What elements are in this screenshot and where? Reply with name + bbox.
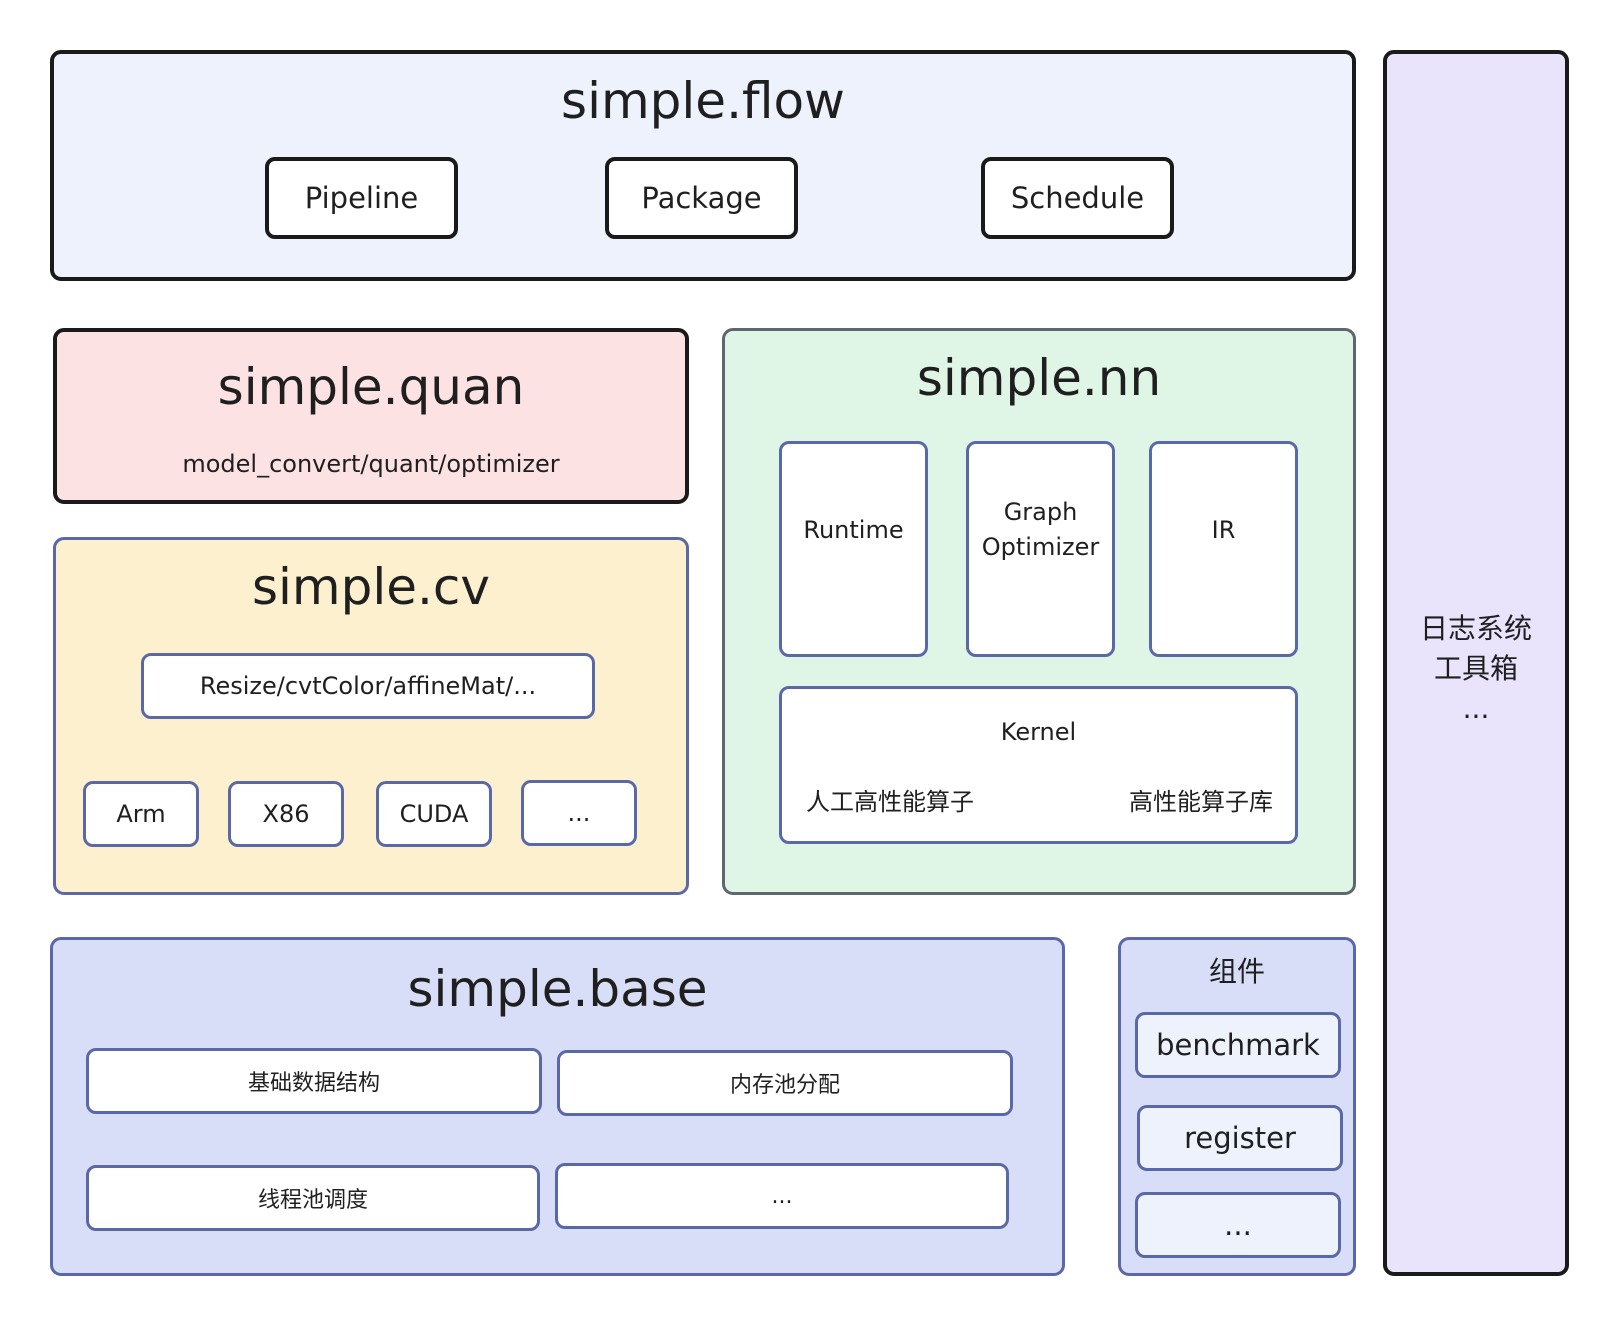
components-panel: 组件 benchmark register ...: [1118, 937, 1356, 1276]
simple-cv-title: simple.cv: [251, 558, 490, 616]
cv-backend-cuda: CUDA: [376, 781, 492, 847]
simple-quan-panel: simple.quan model_convert/quant/optimize…: [53, 328, 689, 504]
pipeline-box: Pipeline: [265, 157, 458, 239]
simple-flow-panel: simple.flow Pipeline Package Schedule: [50, 50, 1356, 281]
kernel-right-label: 高性能算子库: [1129, 788, 1273, 816]
ir-label: IR: [1211, 515, 1236, 544]
simple-nn-title: simple.nn: [916, 349, 1162, 407]
runtime-box: Runtime: [779, 441, 928, 657]
simple-nn-panel: simple.nn Runtime Graph Optimizer IR Ker…: [722, 328, 1356, 895]
side-more-label: ...: [1462, 692, 1490, 725]
components-more-box: ...: [1135, 1192, 1341, 1258]
graph-optimizer-line2: Optimizer: [981, 533, 1100, 561]
kernel-left-label: 人工高性能算子: [806, 788, 974, 816]
base-more-box: ...: [555, 1163, 1009, 1229]
simple-quan-subtitle: model_convert/quant/optimizer: [182, 450, 560, 478]
components-title: 组件: [1208, 955, 1265, 988]
register-box: register: [1137, 1105, 1343, 1171]
toolbox-label: 工具箱: [1433, 652, 1518, 685]
graph-optimizer-line1: Graph: [1003, 498, 1078, 527]
kernel-box: Kernel 人工高性能算子 高性能算子库: [779, 686, 1298, 844]
simple-base-panel: simple.base 基础数据结构 内存池分配 线程池调度 ...: [50, 937, 1065, 1276]
base-memory-pool-box: 内存池分配: [557, 1050, 1013, 1116]
log-tools-labels: 日志系统 工具箱 ...: [1387, 609, 1565, 729]
simple-flow-title: simple.flow: [561, 72, 845, 130]
cv-ops-box: Resize/cvtColor/affineMat/...: [141, 653, 595, 719]
cv-backend-more: ...: [521, 780, 637, 846]
cv-backend-arm: Arm: [83, 781, 199, 847]
cv-backend-x86: X86: [228, 781, 344, 847]
log-system-label: 日志系统: [1419, 612, 1532, 645]
runtime-label: Runtime: [803, 515, 904, 544]
benchmark-box: benchmark: [1135, 1012, 1341, 1078]
ir-box: IR: [1149, 441, 1298, 657]
package-box: Package: [605, 157, 798, 239]
kernel-title: Kernel: [1000, 718, 1077, 746]
log-tools-panel: 日志系统 工具箱 ...: [1383, 50, 1569, 1276]
simple-base-title: simple.base: [407, 960, 708, 1018]
graph-optimizer-box: Graph Optimizer: [966, 441, 1115, 657]
simple-cv-panel: simple.cv Resize/cvtColor/affineMat/... …: [53, 537, 689, 895]
schedule-box: Schedule: [981, 157, 1174, 239]
base-thread-pool-box: 线程池调度: [86, 1165, 540, 1231]
simple-quan-title: simple.quan: [217, 358, 525, 416]
base-data-structures-box: 基础数据结构: [86, 1048, 542, 1114]
